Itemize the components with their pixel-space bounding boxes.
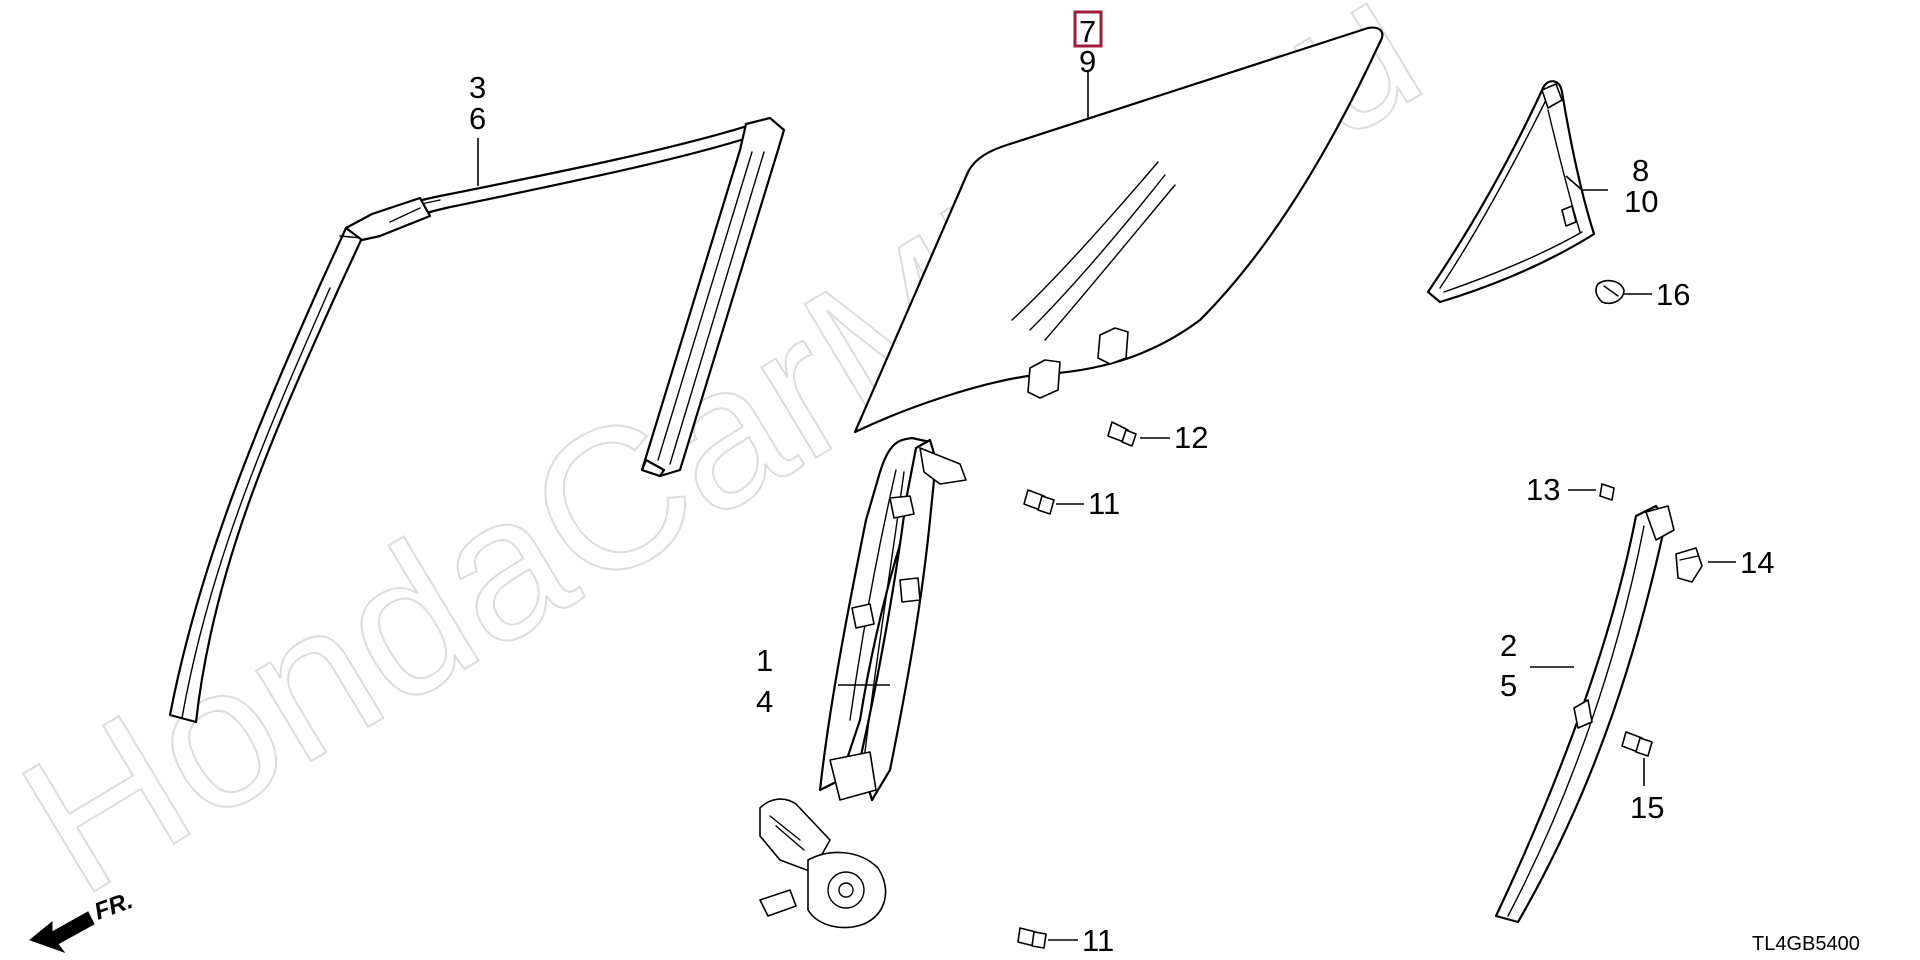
callout-2[interactable]: 2: [1500, 628, 1517, 663]
bolt-11-lower[interactable]: [1017, 927, 1047, 949]
door-sash-channel[interactable]: [168, 116, 786, 724]
callout-7[interactable]: 7: [1079, 14, 1096, 49]
callout-3[interactable]: 3: [469, 70, 486, 105]
callout-8[interactable]: 8: [1632, 153, 1649, 188]
bolt-15[interactable]: [1621, 731, 1653, 757]
callout-11-lower[interactable]: 11: [1082, 923, 1114, 958]
callout-16[interactable]: 16: [1656, 277, 1690, 312]
callout-6[interactable]: 6: [469, 101, 486, 136]
bolt-11-upper[interactable]: [1023, 489, 1055, 515]
leader-lines: [477, 72, 1736, 941]
callout-12[interactable]: 12: [1174, 420, 1208, 455]
clip-16[interactable]: [1595, 279, 1625, 305]
rear-run-channel[interactable]: [1494, 504, 1675, 924]
callout-4[interactable]: 4: [756, 684, 773, 719]
door-glass[interactable]: [853, 26, 1384, 434]
highlighted-callout-box: [1073, 10, 1103, 48]
clip-14[interactable]: [1675, 547, 1703, 583]
callout-1[interactable]: 1: [756, 643, 773, 678]
callout-15[interactable]: 15: [1630, 790, 1664, 825]
bolt-12[interactable]: [1107, 421, 1137, 447]
callout-14[interactable]: 14: [1740, 545, 1774, 580]
callout-13[interactable]: 13: [1526, 472, 1560, 507]
quarter-glass[interactable]: [1426, 80, 1596, 304]
front-direction-arrow-icon: [28, 911, 95, 954]
diagram-code: TL4GB5400: [1752, 933, 1860, 955]
callout-9[interactable]: 9: [1079, 44, 1096, 79]
window-regulator[interactable]: [759, 436, 967, 929]
callout-10[interactable]: 10: [1624, 184, 1658, 219]
callout-5[interactable]: 5: [1500, 668, 1517, 703]
screw-13[interactable]: [1599, 483, 1615, 501]
callout-11-upper[interactable]: 11: [1088, 486, 1120, 521]
